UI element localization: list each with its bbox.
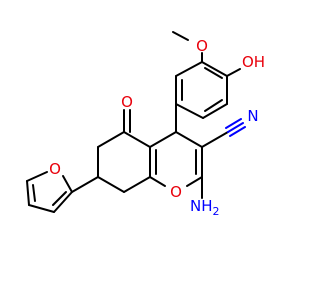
methoxy-oxygen-label: O [196,37,208,55]
bond-ar1 [201,61,228,77]
bond-ar6 [175,61,203,77]
bond-ring-hydroxyl [226,68,241,77]
bond-o1-c8a [149,176,166,187]
bond-c7-c8 [97,176,125,193]
bond-c2-o1 [186,176,203,187]
bond-c7-furan [71,176,99,193]
bond-furan-double-a [32,184,36,202]
bond-furan-c2-o [62,175,73,193]
bond-furan-c3-c2 [53,191,73,213]
bond-cn-triple-b [225,118,242,129]
bond-c5-c6 [97,131,125,148]
bond-cn-triple-c [229,126,246,137]
bond-furan-c5-c4 [26,180,30,206]
atom-label-group: O OH O N O O NH2 [49,37,265,218]
bond-methyl-methoxy [172,31,189,41]
bond-ar-double-a [204,67,223,79]
hydroxyl-label: OH [242,53,265,71]
bond-group [26,31,246,213]
bond-cn-triple-a [227,122,244,133]
amino-subscript: 2 [213,205,220,218]
bond-c4a-c5 [123,131,151,148]
bond-ar-double-b [204,99,223,112]
bond-c3-cn [201,131,229,148]
pyran-oxygen-label: O [170,183,182,201]
amino-nh-text: NH [190,197,213,215]
molecule-structure-diagram: O OH O N O O NH2 [26,31,265,218]
amino-group-label: NH2 [190,197,220,218]
bond-furan-o-c5 [26,171,48,182]
furan-oxygen-label: O [49,160,61,178]
bond-furan-double-b [52,191,67,206]
bond-furan-c4-c3 [28,204,55,213]
ketone-oxygen-label: O [121,93,133,111]
bond-ar3 [202,103,228,119]
bond-c4a-c4 [149,131,177,148]
bond-c8-c8a [123,176,151,193]
bond-ar4 [175,103,204,119]
bond-c4-c3 [175,131,203,148]
nitrile-nitrogen-label: N [247,107,258,125]
